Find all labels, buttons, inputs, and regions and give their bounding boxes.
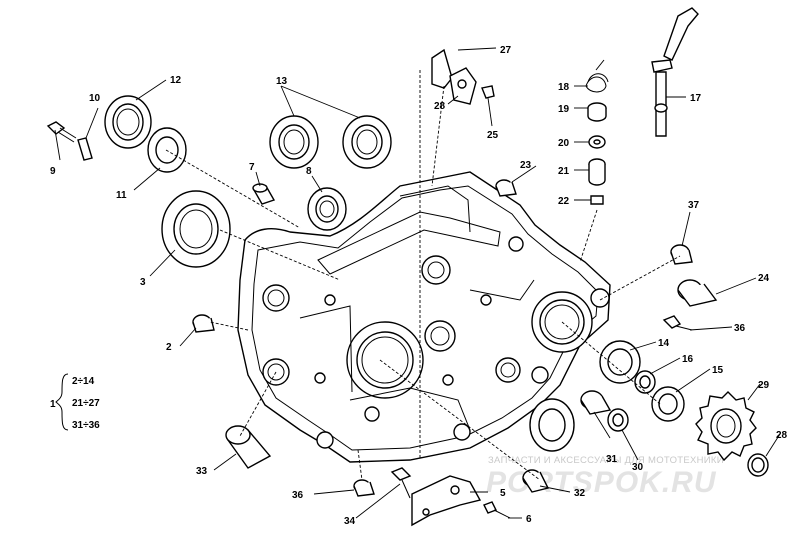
- label-20: 20: [558, 138, 570, 149]
- label-28-right: 28: [776, 430, 788, 441]
- part-36-dowel-bottom: [353, 479, 375, 497]
- label-32: 32: [574, 488, 586, 499]
- label-17: 17: [690, 93, 702, 104]
- part-31-bushing: [580, 390, 612, 415]
- legend-range-1: 2÷14: [72, 376, 95, 387]
- label-5: 5: [500, 488, 506, 499]
- part-11-seal: [147, 127, 187, 173]
- part-labels: 12 10 9 11 3 2 13 7 8 27 28 25 18 19 20 …: [50, 45, 788, 527]
- label-36-right: 36: [734, 323, 746, 334]
- watermark-caption: ЗАПЧАСТИ И АКСЕССУАРЫ ДЛЯ МОТОТЕХНИКИ: [488, 455, 724, 466]
- label-18: 18: [558, 82, 570, 93]
- label-22: 22: [558, 196, 570, 207]
- label-13: 13: [276, 76, 288, 87]
- part-30-washer: [607, 408, 629, 432]
- label-33: 33: [196, 466, 208, 477]
- part-16-washer: [634, 370, 656, 394]
- legend-main-number: 1: [50, 399, 56, 410]
- part-2-dowel: [192, 314, 215, 333]
- label-15: 15: [712, 365, 724, 376]
- label-19: 19: [558, 104, 570, 115]
- label-2: 2: [166, 342, 172, 353]
- part-28-bracket: [449, 67, 477, 105]
- part-15-bearing: [651, 386, 685, 422]
- label-14: 14: [658, 338, 670, 349]
- part-29-sprocket: [695, 391, 757, 462]
- part-13-bearing-b: [342, 115, 392, 169]
- part-20-washer: [588, 135, 606, 149]
- part-8-bearing: [307, 187, 347, 231]
- part-34-bolt: [390, 467, 412, 499]
- label-21: 21: [558, 166, 570, 177]
- assembly-legend: 1 2÷14 21÷27 31÷36: [50, 373, 100, 431]
- label-31: 31: [606, 454, 618, 465]
- part-27-plate: [431, 48, 453, 89]
- part-12-bearing: [104, 95, 152, 149]
- part-14-seal: [599, 340, 641, 384]
- part-28-circlip: [747, 453, 769, 477]
- part-25-screw: [481, 85, 495, 99]
- part-9-bolt: [46, 121, 77, 143]
- label-7: 7: [249, 162, 255, 173]
- part-13-bearing-a: [269, 115, 319, 169]
- label-34: 34: [344, 516, 356, 527]
- label-28-top: 28: [434, 101, 446, 112]
- part-24-bushing: [677, 279, 718, 307]
- label-6: 6: [526, 514, 532, 525]
- legend-range-2: 21÷27: [72, 398, 100, 409]
- part-6-screw: [483, 501, 511, 519]
- part-36-bolt-right: [662, 315, 693, 331]
- part-19-collar: [587, 102, 607, 122]
- label-37: 37: [688, 200, 700, 211]
- label-30: 30: [632, 462, 644, 473]
- part-seal-lower: [529, 398, 575, 452]
- label-29: 29: [758, 380, 770, 391]
- legend-range-3: 31÷36: [72, 420, 100, 431]
- watermark: ЗАПЧАСТИ И АКСЕССУАРЫ ДЛЯ МОТОТЕХНИКИ PO…: [486, 455, 724, 499]
- label-11: 11: [116, 190, 127, 201]
- part-22-nut: [590, 195, 604, 205]
- part-21-bushing: [588, 158, 606, 186]
- label-16: 16: [682, 354, 694, 365]
- label-3: 3: [140, 277, 146, 288]
- part-7-bushing: [252, 183, 276, 205]
- label-23: 23: [520, 160, 532, 171]
- label-12: 12: [170, 75, 182, 86]
- part-37-dowel: [670, 244, 693, 265]
- part-3-bearing: [161, 190, 231, 268]
- label-25: 25: [487, 130, 499, 141]
- part-23-dowel: [495, 179, 517, 197]
- part-5-bracket: [411, 475, 482, 527]
- part-33-bushing: [225, 425, 272, 469]
- part-18-spring: [585, 59, 609, 93]
- label-9: 9: [50, 166, 56, 177]
- part-10-plate: [77, 137, 93, 161]
- leader-lines: [54, 47, 781, 519]
- part-17-shift-shaft: [651, 7, 699, 137]
- label-27: 27: [500, 45, 512, 56]
- label-36-bottom: 36: [292, 490, 304, 501]
- part-32-bushing: [522, 469, 550, 493]
- watermark-logo: PORTSPOK.RU: [486, 466, 717, 499]
- label-24: 24: [758, 273, 770, 284]
- label-10: 10: [89, 93, 101, 104]
- label-8: 8: [306, 166, 312, 177]
